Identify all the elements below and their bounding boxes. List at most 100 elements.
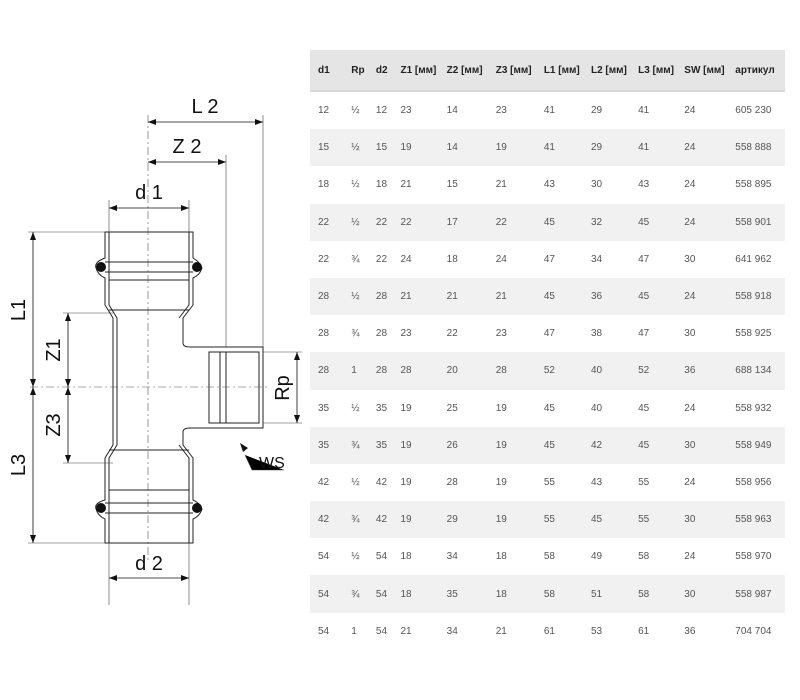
table-cell: 24 (684, 203, 736, 241)
table-cell: 58 (638, 551, 650, 563)
table-cell: 35 (310, 426, 352, 464)
table-cell: 18 (495, 551, 507, 563)
table-cell: 704 704 (735, 625, 772, 637)
table-cell: 22 (375, 203, 401, 241)
column-header: Z1 [мм] (400, 50, 447, 92)
table-cell: 22 (446, 328, 458, 340)
tee-fitting-drawing: L 2 Z 2 d 1 d 2 L1 L3 Z1 Z3 Rp WS (8, 96, 302, 605)
table-cell: 605 230 (735, 105, 772, 117)
table-cell: 47 (543, 328, 555, 340)
table-cell: 22 (310, 203, 352, 241)
table-cell: 18 (375, 179, 388, 191)
table-cell: 22 (375, 253, 388, 265)
table-cell: 28 (375, 328, 388, 340)
table-cell: 54 (318, 551, 330, 563)
table-cell: 45 (638, 426, 685, 464)
table-cell: 45 (638, 277, 685, 316)
table-cell: ½ (351, 476, 360, 488)
label-Z2: Z 2 (173, 136, 202, 158)
table-cell: 55 (638, 476, 650, 488)
table-cell: 28 (495, 352, 544, 390)
table-cell: 24 (495, 253, 507, 265)
table-cell: 24 (684, 277, 736, 316)
table-cell: 1 (351, 352, 376, 390)
table-cell: 35 (318, 402, 330, 414)
table-cell: 34 (446, 551, 458, 563)
table-cell: 58 (638, 575, 685, 613)
table-cell: 19 (400, 426, 447, 464)
table-cell: 24 (684, 105, 696, 117)
table-cell: ½ (351, 105, 360, 117)
table-cell: 45 (543, 277, 591, 316)
table-cell: 19 (400, 129, 447, 167)
table-cell: 36 (684, 625, 696, 637)
table-cell: 29 (446, 501, 496, 539)
table-cell: ½ (351, 402, 360, 414)
label-WS: WS (259, 455, 285, 472)
table-cell: 24 (400, 253, 412, 265)
table-cell: 38 (590, 328, 603, 340)
table-cell: 18 (446, 253, 458, 265)
table-cell: 42 (310, 501, 352, 539)
table-cell: 22 (495, 203, 544, 241)
table-cell: 15 (310, 129, 352, 167)
table-cell: 21 (495, 179, 507, 191)
table-cell: 23 (400, 328, 412, 340)
table-cell: 29 (590, 105, 603, 117)
table-cell: 54 (375, 551, 388, 563)
table-cell: ½ (351, 203, 376, 241)
table-cell: ½ (351, 551, 360, 563)
table-cell: 18 (495, 575, 544, 613)
table-cell: ½ (351, 129, 376, 167)
table-cell: 41 (638, 129, 685, 167)
table-cell: 35 (446, 575, 496, 613)
label-L2: L 2 (191, 96, 218, 118)
table-cell: 19 (495, 426, 544, 464)
table-cell: 24 (684, 179, 696, 191)
table-cell: 55 (638, 501, 685, 539)
table-cell: 43 (590, 476, 603, 488)
table-cell: 24 (684, 402, 696, 414)
table-cell: 19 (400, 501, 447, 539)
table-cell: 19 (495, 501, 544, 539)
table-cell: 18 (318, 179, 330, 191)
column-header: Z3 [мм] (495, 50, 544, 92)
table-cell: ½ (351, 277, 376, 316)
table-cell: 53 (590, 625, 603, 637)
table-cell: 641 962 (735, 253, 772, 265)
table-cell: 14 (446, 105, 458, 117)
table-cell: 45 (638, 402, 650, 414)
table-cell: 688 134 (735, 352, 785, 390)
table-cell: 28 (446, 476, 458, 488)
table-cell: ¾ (351, 253, 360, 265)
table-cell: 40 (590, 402, 603, 414)
table-cell: 20 (446, 352, 496, 390)
table-cell: 52 (638, 352, 685, 390)
table-cell: 558 888 (735, 129, 785, 167)
table-cell: 30 (684, 501, 736, 539)
table-cell: ¾ (351, 575, 376, 613)
table-cell: 28 (400, 352, 447, 390)
table-cell: 24 (684, 551, 696, 563)
table-cell: 558 956 (735, 476, 772, 488)
table-cell: ¾ (351, 501, 376, 539)
column-header: d2 (375, 50, 401, 92)
label-L3: L3 (8, 454, 30, 476)
table-cell: 28 (310, 352, 352, 390)
table-cell: 12 (375, 105, 388, 117)
table-cell: 61 (638, 625, 650, 637)
table-cell: 28 (375, 277, 401, 316)
table-cell: 19 (400, 402, 412, 414)
